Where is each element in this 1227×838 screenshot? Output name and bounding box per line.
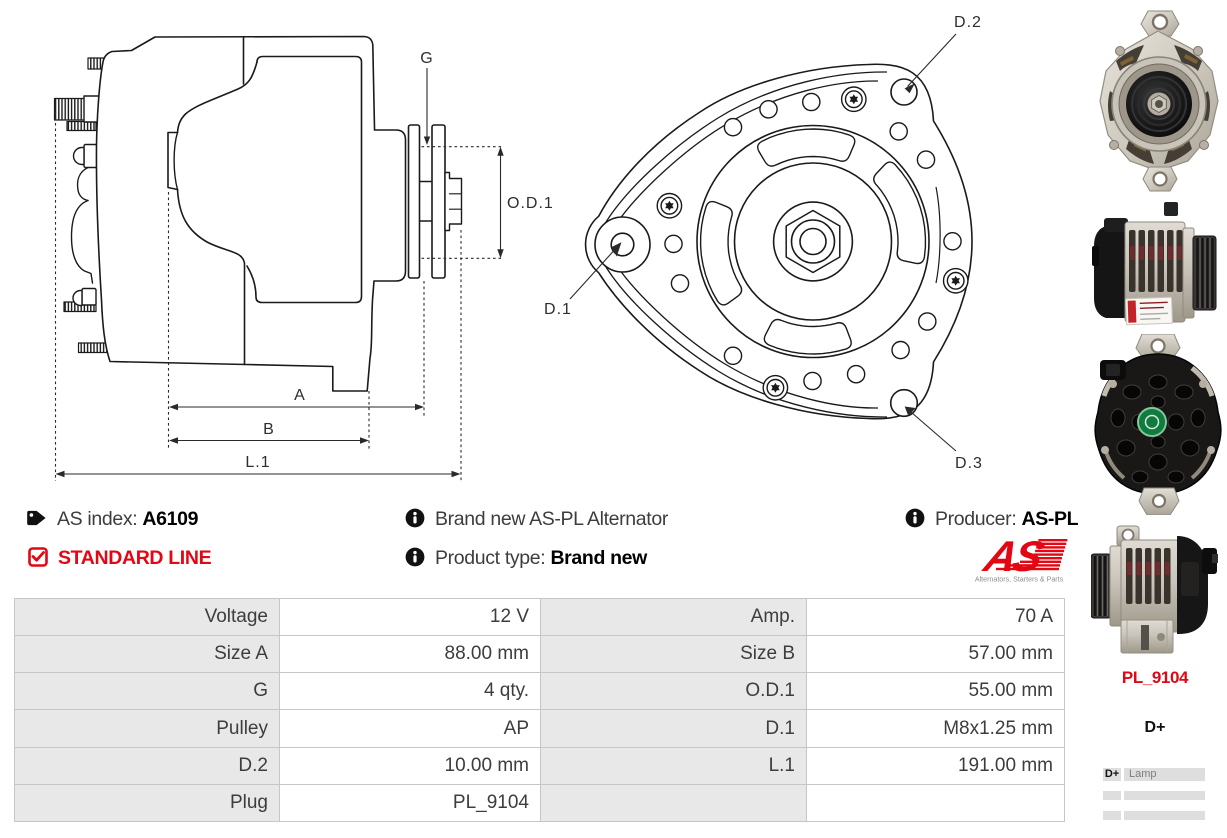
as-index-row: AS index: A6109 [26, 508, 198, 534]
spec-label--cell: Amp. [540, 597, 807, 637]
producer-label: Producer: [935, 508, 1017, 530]
dim-label-g: G [420, 50, 433, 67]
brand-new-row: Brand new AS-PL Alternator [405, 508, 668, 534]
spec-label--cell: Size B [540, 635, 807, 674]
checkbox-icon [28, 547, 48, 573]
front-view-housing-outline [584, 63, 973, 420]
pin-desc-cell: Lamp [1124, 768, 1205, 781]
spec-label--cell: D.1 [540, 709, 807, 748]
as-pl-logo: AS Alternators, Starters & Parts [975, 536, 1068, 584]
product-type-value: Brand new [550, 547, 647, 569]
spec-label--cell: G [14, 672, 280, 711]
vent-holes-ring [664, 92, 962, 391]
pin-table-row [1103, 791, 1205, 800]
spec-label--cell: D.2 [14, 746, 280, 785]
spec-label--cell: L.1 [540, 746, 807, 785]
dim-label-a: A [294, 387, 306, 404]
brand-new-text: Brand new AS-PL Alternator [435, 508, 668, 530]
spec-value--cell: 10.00 mm [279, 746, 541, 785]
spec-value--cell: 57.00 mm [806, 635, 1065, 674]
shaft-nut [444, 171, 463, 232]
spec-value--cell: PL_9104 [279, 783, 541, 823]
pin-table-row [1103, 811, 1205, 820]
pulley-flange-1 [407, 124, 421, 279]
pin-cell [1103, 811, 1121, 820]
pin-desc-cell [1124, 791, 1205, 800]
side-view-body-outline [95, 35, 407, 392]
pin-cell: D+ [1103, 768, 1121, 781]
dim-label-od1: O.D.1 [507, 195, 554, 212]
spec-value--cell: AP [279, 709, 541, 748]
product-type-label: Product type: [435, 547, 546, 569]
dim-label-d2: D.2 [954, 14, 982, 31]
dim-label-d3: D.3 [955, 455, 983, 472]
info-icon [905, 508, 925, 534]
mounting-hole-d3 [889, 388, 919, 418]
spec-label--cell: Voltage [14, 597, 280, 637]
terminal-marking: D+ [1144, 719, 1166, 736]
spec-label--cell: Pulley [14, 709, 280, 748]
dim-label-b: B [263, 421, 275, 438]
spec-label--cell: Size A [14, 635, 280, 674]
front-view-leaders [569, 33, 957, 452]
spec-value--cell: 55.00 mm [806, 672, 1065, 711]
spec-label--cell: O.D.1 [540, 672, 807, 711]
spec-value--cell: 88.00 mm [279, 635, 541, 674]
as-pl-logo-tagline: Alternators, Starters & Parts [975, 576, 1064, 584]
spec-value--cell: M8x1.25 mm [806, 709, 1065, 748]
producer-value: AS-PL [1021, 508, 1079, 530]
dim-label-l1: L.1 [245, 454, 270, 471]
pin-table-row: D+ Lamp [1103, 768, 1205, 781]
spec-value--cell [806, 783, 1065, 823]
plug-code: PL_9104 [1121, 668, 1189, 687]
pin-cell [1103, 791, 1121, 800]
product-line-label: STANDARD LINE [58, 547, 212, 569]
spec-value--cell: 12 V [279, 597, 541, 637]
product-line-row: STANDARD LINE [28, 547, 212, 573]
spec-value--cell: 191.00 mm [806, 746, 1065, 785]
spec-label--cell [540, 783, 807, 823]
vent-slots [699, 128, 927, 355]
product-photo-front [1096, 9, 1222, 193]
mounting-hole-d2 [890, 78, 918, 106]
as-index-label: AS index: [57, 508, 138, 530]
technical-drawings: G O.D.1 A B L.1 [53, 14, 983, 481]
spec-value--cell: 70 A [806, 597, 1065, 637]
dim-label-d1: D.1 [544, 301, 572, 318]
as-index-value: A6109 [142, 508, 199, 530]
product-photo-side-right [1092, 202, 1220, 333]
info-icon [405, 508, 425, 534]
stator-face-circle [696, 124, 930, 359]
side-view-dimensions [54, 68, 504, 481]
pulley-flange-2 [431, 124, 446, 279]
spec-value--cell: 4 qty. [279, 672, 541, 711]
tag-icon [26, 508, 47, 534]
product-type-row: Product type: Brand new [405, 547, 647, 573]
rotor-circle [733, 162, 893, 321]
spec-label--cell: Plug [14, 783, 280, 823]
product-photo-side-left [1091, 522, 1218, 654]
pin-table: D+ Lamp [1103, 768, 1205, 820]
producer-row: Producer: AS-PL [905, 508, 1079, 534]
side-view-drawing [53, 35, 463, 392]
as-pl-logo-stripes [996, 539, 1068, 571]
product-photo-rear [1092, 334, 1224, 515]
front-view-drawing [584, 63, 973, 420]
info-icon [405, 547, 425, 573]
pin-desc-cell [1124, 811, 1205, 820]
